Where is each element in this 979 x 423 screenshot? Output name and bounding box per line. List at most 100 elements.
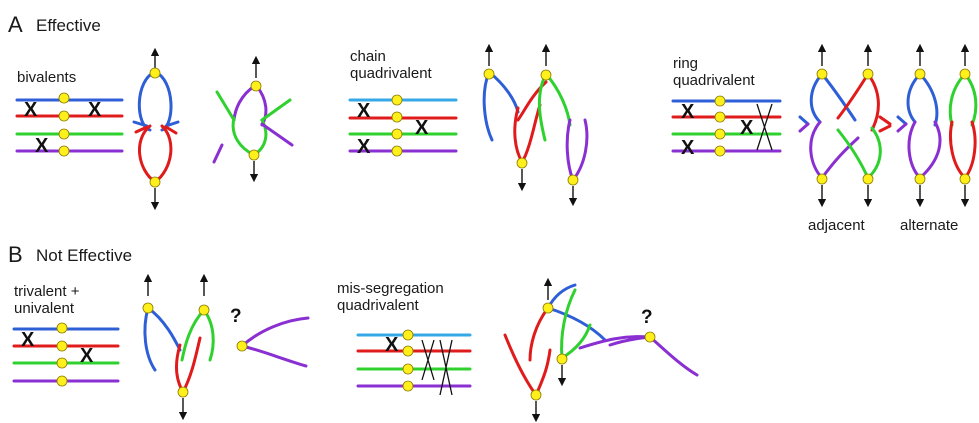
chromatid-green [215, 90, 236, 122]
chromatid-blue [546, 306, 607, 342]
centromere [58, 110, 70, 122]
centromere [56, 322, 68, 334]
centromere [714, 128, 726, 140]
centromere [58, 145, 70, 157]
crossover-lines [756, 103, 773, 151]
crossover-mark: X [681, 101, 695, 123]
centromere [714, 95, 726, 107]
centromere [516, 157, 528, 169]
centromere [556, 353, 568, 365]
chromatid-red [134, 125, 149, 134]
ring-label-line1: ring [673, 55, 698, 72]
chromatid-red [164, 125, 178, 135]
chromatid-red [836, 72, 870, 120]
chromatid-purple [918, 120, 942, 180]
crossover-mark: X [21, 329, 35, 351]
unknown-mark: ? [230, 306, 242, 327]
alternate-label: alternate [900, 217, 958, 234]
centromere [483, 68, 495, 80]
chromatid-blue [809, 72, 824, 124]
crossover-mark: X [357, 100, 371, 122]
chromatid-blue [487, 70, 520, 114]
chromatid-red [137, 124, 157, 184]
chromatid-purple [260, 122, 294, 147]
crossover-mark: X [35, 135, 49, 157]
centromere [402, 363, 414, 375]
panel-b-title: Not Effective [36, 246, 132, 265]
misseg-label-line1: mis-segregation [337, 280, 444, 297]
crossover-mark: X [385, 334, 399, 356]
crossover-lines [439, 339, 453, 396]
chromatid-blue [164, 120, 180, 128]
chromatid-blue [906, 72, 922, 124]
chromatid-purple [565, 118, 575, 182]
chromatid-green [836, 128, 870, 180]
ring-label-line2: quadrivalent [673, 72, 756, 89]
chromatid-green [231, 116, 256, 157]
centromere [914, 68, 926, 80]
centromere [142, 302, 154, 314]
chromatid-blue [482, 70, 494, 142]
chromatid-purple [820, 136, 860, 180]
crossover-lines [421, 339, 435, 381]
chromatid-blue [143, 306, 157, 372]
centromere [567, 174, 579, 186]
chromatid-green [560, 288, 577, 360]
chain-quadrivalent-group: chain quadrivalent X X X [348, 43, 589, 207]
chromatid-red [528, 306, 550, 362]
bivalents-group: bivalents X X X [15, 47, 294, 211]
chromatid-red [534, 348, 552, 397]
adjacent-label: adjacent [808, 217, 866, 234]
centromere [391, 111, 403, 123]
panel-a-title: Effective [36, 16, 101, 35]
misseg-label-line2: quadrivalent [337, 297, 420, 314]
panel-a-letter: A [8, 12, 23, 37]
chain-label-line1: chain [350, 48, 386, 65]
chromatid-purple [896, 122, 908, 133]
centromere [644, 331, 656, 343]
centromere [862, 173, 874, 185]
chromatid-green [544, 72, 572, 127]
chromatid-green [180, 308, 206, 362]
chromatid-green [948, 72, 967, 127]
chromatid-red [878, 115, 892, 126]
centromere [391, 145, 403, 157]
missegregation-quadrivalent-group: mis-segregation quadrivalent X ? [337, 277, 699, 423]
chromatid-purple [907, 120, 922, 180]
centromere [402, 345, 414, 357]
chromatid-red [520, 103, 542, 164]
centromere [714, 111, 726, 123]
centromere [402, 380, 414, 392]
chromatid-red [963, 120, 977, 180]
centromere [391, 94, 403, 106]
centromere [816, 173, 828, 185]
centromere [198, 304, 210, 316]
crossover-mark: X [80, 345, 94, 367]
centromere [56, 357, 68, 369]
chromatid-blue [798, 115, 810, 126]
centromere [250, 80, 262, 92]
centromere [402, 329, 414, 341]
chromatid-red [153, 124, 173, 184]
unknown-mark: ? [641, 307, 653, 328]
chromatid-red [878, 124, 892, 133]
centromere [862, 68, 874, 80]
chromatid-blue [896, 115, 908, 126]
chromatid-blue [137, 70, 157, 132]
chromatid-red [949, 120, 967, 180]
chromatid-green [260, 98, 292, 122]
centromere [959, 68, 971, 80]
chromatid-purple [648, 335, 699, 377]
chromatid-green [866, 126, 882, 180]
centromere [540, 69, 552, 81]
ring-quadrivalent-group: ring quadrivalent X X X adjac [671, 43, 978, 234]
chromatid-blue [820, 72, 857, 122]
chromatid-red [866, 72, 880, 132]
crossover-mark: X [24, 99, 38, 121]
crossover-mark: X [415, 117, 429, 139]
centromere [391, 128, 403, 140]
chromatid-green [963, 72, 978, 127]
centromere [58, 128, 70, 140]
